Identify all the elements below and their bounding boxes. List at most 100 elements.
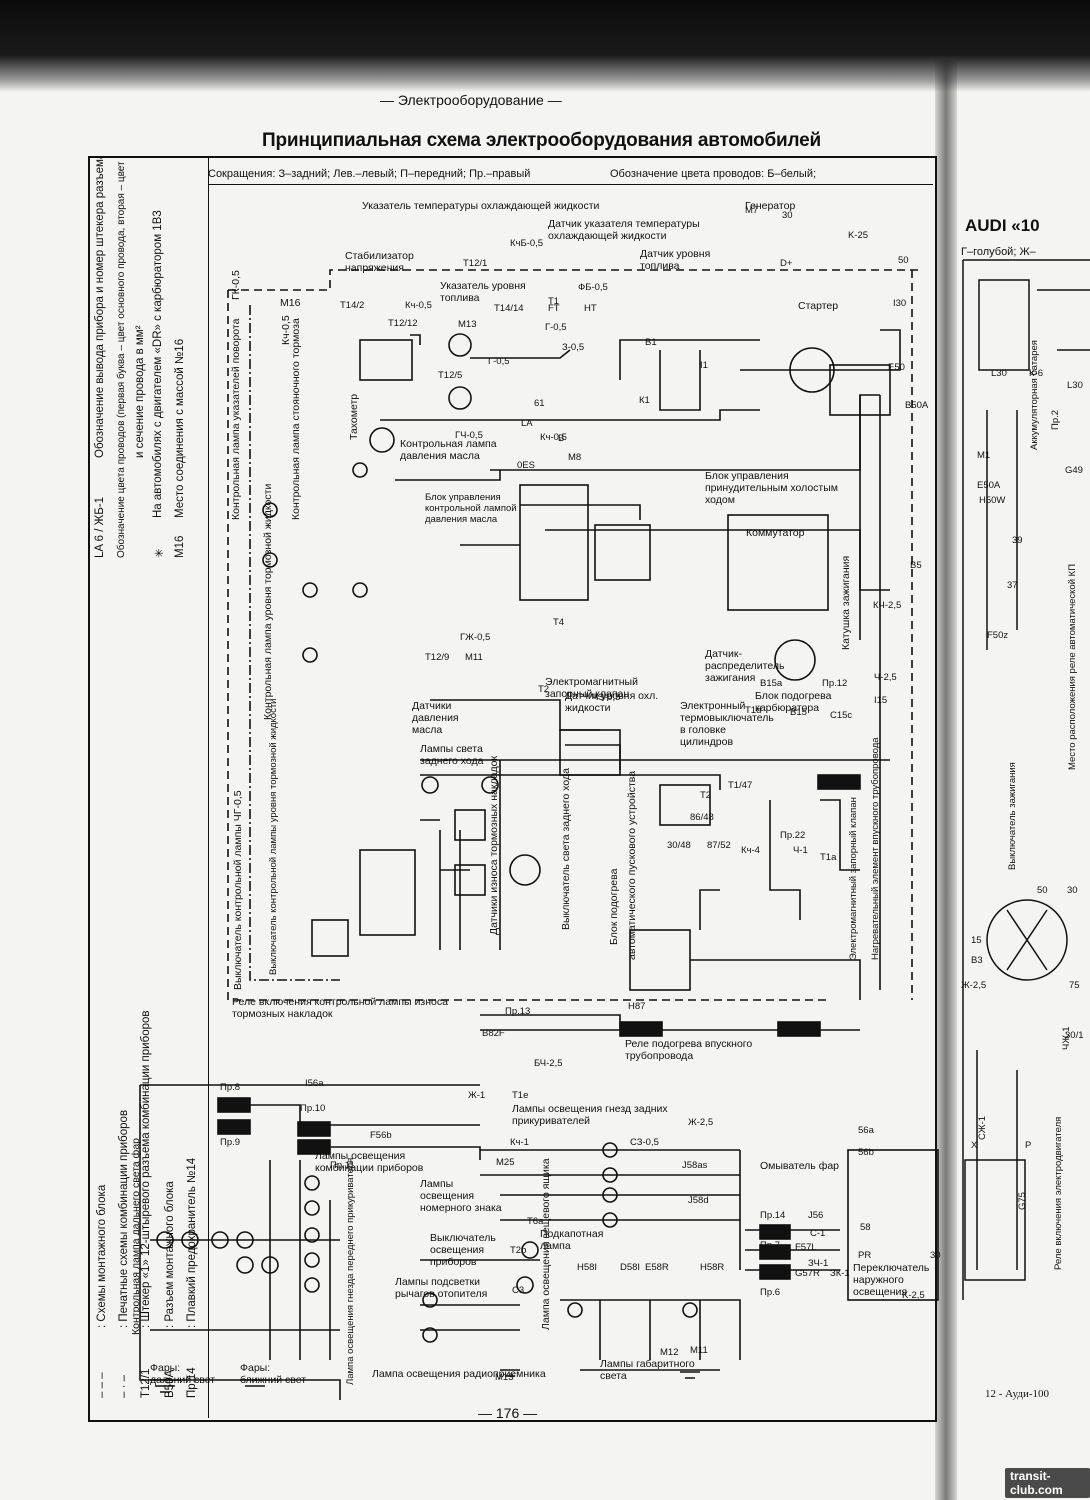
wire-code: 61 <box>534 398 545 409</box>
wire-code: I30 <box>893 298 907 309</box>
label-high-beam: Фары: дальний свет <box>150 1362 216 1386</box>
facing-label: M1 <box>977 450 991 461</box>
wire-code: T12/12 <box>388 318 418 329</box>
label-dash-lamps: Лампы освещения комбинации приборов <box>315 1150 424 1174</box>
facing-label: Ж-2,5 <box>961 980 987 991</box>
wire-code: M11 <box>690 1345 708 1356</box>
wire-code: K-2,5 <box>902 1290 925 1301</box>
wire-code: Кч-4 <box>741 845 760 856</box>
wire-code: G57R <box>795 1268 820 1279</box>
facing-label: G49 <box>1065 465 1083 476</box>
wire-code: Кч-1 <box>510 1137 529 1148</box>
wire-code: 58 <box>860 1222 871 1233</box>
label-brake-level: Выключатель контрольной лампы уровня тор… <box>268 698 279 976</box>
label-intake-relay: Реле подогрева впускного трубопровода <box>625 1038 753 1062</box>
label-oil-lamp: Контрольная лампа давления масла <box>400 438 497 462</box>
wire-code: J56 <box>808 1210 824 1221</box>
facing-label: Место расположения реле автоматической К… <box>1067 563 1078 770</box>
wire-code: К1 <box>639 395 650 406</box>
wire-code: HT <box>584 303 597 314</box>
wire-code: T4 <box>553 617 565 628</box>
wire-code: M13 <box>458 319 477 330</box>
wire-code: Кч-0,5 <box>405 300 432 311</box>
facing-label: 37 <box>1007 580 1018 591</box>
label-low-beam: Фары: ближний свет <box>240 1362 307 1386</box>
wire-code: Кч-0,5 <box>540 432 567 443</box>
wire-code: 50 <box>898 255 909 266</box>
wire-code: B5 <box>910 560 922 571</box>
wire-code: T14/14 <box>494 303 524 314</box>
wire-code: H87 <box>628 1001 646 1012</box>
abbreviation-rule <box>208 184 933 185</box>
wire-code: T12/5 <box>438 370 463 381</box>
label-hood-lamp: Подкапотная лампа <box>540 1228 604 1252</box>
intake-heater-relay <box>629 929 691 991</box>
label-glovebox: Лампа освещения вещевого ящика <box>540 1158 552 1330</box>
light-switch-box <box>847 1149 939 1301</box>
wire-code: Пр.12 <box>822 678 848 689</box>
wire-code: I1 <box>700 360 708 371</box>
distributor-symbol <box>774 639 816 681</box>
label-starter: Стартер <box>798 300 839 312</box>
wire-code: 0ES <box>517 460 535 471</box>
page-number: — 176 — <box>478 1405 538 1421</box>
label-light-switch: Переключатель наружного освещения <box>853 1262 930 1298</box>
facing-label: P <box>1025 1140 1032 1151</box>
label-temp-gauge: Указатель температуры охлаждающей жидкос… <box>362 200 600 212</box>
label-commutator: Коммутатор <box>746 527 805 539</box>
label-plate-lamps: Лампы освещения номерного знака <box>420 1178 502 1214</box>
tachometer-symbol <box>369 427 395 453</box>
label-solenoid-valve: Электромагнитный запорный клапан <box>545 676 638 700</box>
wire-color-codes: Обозначение цвета проводов: Б–белый; <box>610 168 817 180</box>
label-idle-control: Блок управления принудительным холостым … <box>705 470 838 506</box>
facing-label: Пр.2 <box>1050 409 1061 430</box>
wire-code: I56a <box>305 1078 324 1089</box>
wire-code: T1a <box>820 852 837 863</box>
wire-code: T1 <box>548 296 560 307</box>
wire-code: LA <box>521 418 533 429</box>
wire-code: C3 <box>512 1285 525 1296</box>
wire-code: T6a <box>527 1216 544 1227</box>
label-pad-sensors: Датчики износа тормозных накладок <box>488 755 500 935</box>
wire-code: M11 <box>465 652 483 663</box>
wire-code: КчБ-0,5 <box>510 238 544 249</box>
mounting-block-outline <box>227 290 830 1001</box>
facing-label: 30 <box>1067 885 1078 896</box>
wire-code: K-25 <box>848 230 869 241</box>
commutator-block <box>727 514 829 611</box>
wire-code: ГЖ-0,5 <box>460 632 491 643</box>
wire-code: B15a <box>760 678 783 689</box>
label-heating-element: Нагревательный элемент впускного трубопр… <box>870 737 881 960</box>
page-title: Принципиальная схема электрооборудования… <box>262 130 821 151</box>
facing-label: L30 <box>991 368 1007 379</box>
wire-code: H58R <box>700 1262 725 1273</box>
wiring-diagram <box>139 269 939 1400</box>
facing-page-subtitle: Г–голубой; Ж– <box>961 246 1036 258</box>
wire-code: E58R <box>645 1262 669 1273</box>
wire-code: F56b <box>370 1130 392 1141</box>
label-brake-relay: Реле включения контрольной лампы износа … <box>232 996 448 1020</box>
book-spine <box>935 60 957 1500</box>
wire-code: C15c <box>830 710 853 721</box>
wire-code: 87/52 <box>707 840 731 851</box>
wire-code: 30 <box>930 1250 941 1261</box>
facing-label: B3 <box>971 955 983 966</box>
facing-label: F50z <box>987 630 1009 641</box>
wire-code: PR <box>858 1250 872 1261</box>
wire-code: Пр.7 <box>760 1240 781 1251</box>
idle-control-block <box>594 524 651 581</box>
wire-code: F57L <box>795 1242 817 1253</box>
lamp-circles <box>156 462 698 1343</box>
label-heater-block: Блок подогрева <box>608 868 620 945</box>
label-turn-lamp: Контрольная лампа указателей поворота <box>230 318 242 520</box>
facing-page: AUDI «10 Г–голубой; Ж– L30 К-6 Аккумулят… <box>957 150 1090 1500</box>
wire-code: Г-0,5 <box>545 322 567 333</box>
wire-code: T14/2 <box>340 300 365 311</box>
wire-code: КЧ-2,5 <box>873 600 902 611</box>
wire-code: 30 <box>782 210 793 221</box>
wire-code: ЗК-1 <box>830 1268 850 1279</box>
label-distributor: Датчик-распределитель зажигания <box>705 648 785 684</box>
label-gk: ГК-0,5 <box>230 270 242 300</box>
label-side-lamps: Лампы габаритного света <box>600 1358 695 1382</box>
wire-code: ФБ-0,5 <box>578 282 608 293</box>
